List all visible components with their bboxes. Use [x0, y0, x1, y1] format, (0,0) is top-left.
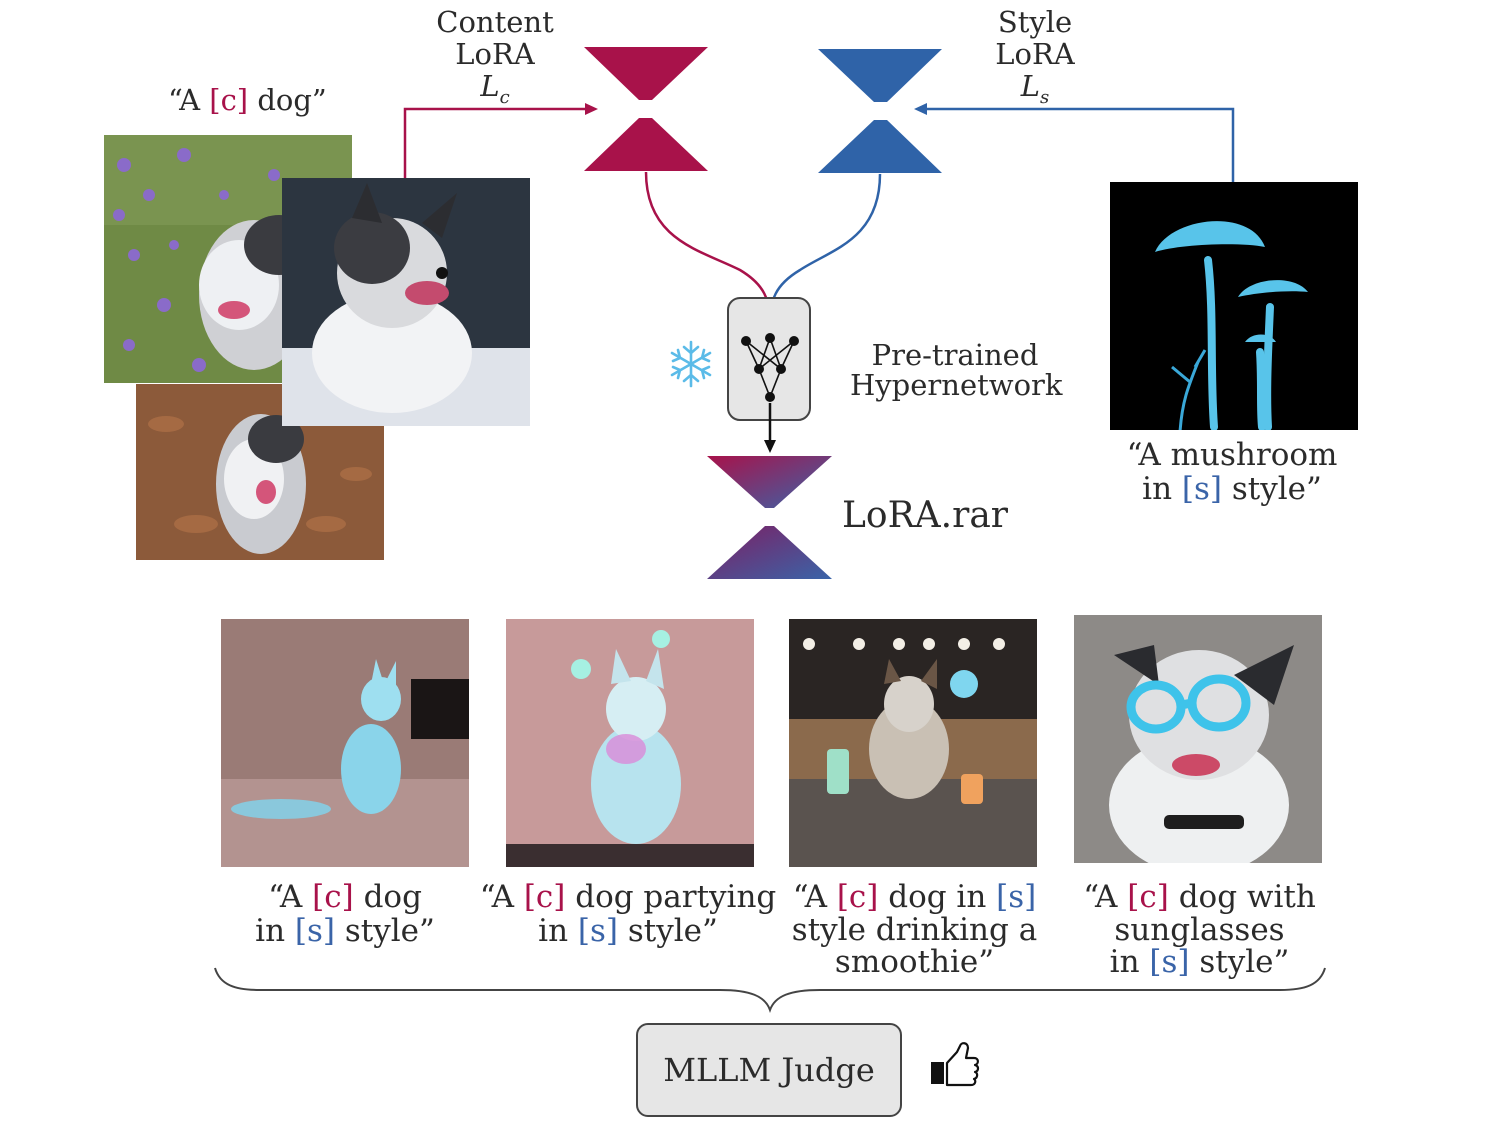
content-input-arrow	[403, 103, 598, 178]
style-prompt-line1: “A mushroom	[1126, 437, 1338, 473]
caption-text: style”	[335, 913, 435, 949]
hypernetwork-line2: Hypernetwork	[850, 368, 1063, 402]
output-caption-4-line1: “A [c] dog with	[1062, 880, 1337, 914]
style-token: [s]	[294, 913, 335, 949]
snowflake-icon	[670, 340, 712, 388]
output-caption-2-line2: in [s] style”	[478, 914, 778, 948]
style-token: [s]	[577, 913, 618, 949]
style-input-arrow	[914, 103, 1235, 182]
output-caption-2: “A [c] dog partying in [s] style”	[478, 880, 778, 948]
output-caption-1: “A [c] dog in [s] style”	[200, 880, 490, 948]
content-token: [c]	[312, 879, 354, 915]
style-lora-line1: Style	[997, 5, 1073, 39]
output-caption-1-line2: in [s] style”	[200, 914, 490, 948]
caption-text: “A	[479, 879, 524, 915]
content-token: [c]	[523, 879, 566, 915]
caption-text: dog	[353, 879, 422, 915]
output-caption-4: “A [c] dog with sunglasses in [s] style”	[1062, 880, 1337, 978]
output-photo-3	[789, 619, 1037, 867]
caption-text: dog partying	[565, 879, 777, 915]
caption-text: style”	[1189, 944, 1290, 980]
style-prompt-line2: in [s] style”	[1097, 472, 1367, 506]
output-caption-4-line3: in [s] style”	[1062, 946, 1337, 978]
output-photo-2	[506, 619, 754, 867]
output-caption-3: “A [c] dog in [s] style drinking a smoot…	[772, 880, 1057, 978]
content-token: [c]	[1127, 879, 1169, 915]
style-token: [s]	[1149, 944, 1190, 980]
style-photo-mushroom	[1110, 182, 1358, 430]
style-token: [s]	[996, 879, 1037, 915]
style-lora-line2: LoRA	[995, 37, 1075, 71]
style-prompt-post: style”	[1222, 471, 1322, 507]
style-prompt: “A mushroom in [s] style”	[1097, 438, 1367, 506]
caption-text: style”	[618, 913, 718, 949]
content-prompt: “A [c] dog”	[168, 86, 327, 115]
style-prompt-pre: in	[1142, 471, 1182, 507]
content-prompt-open: “A	[168, 83, 210, 117]
outputs-brace	[214, 967, 1326, 1013]
output-caption-3-line1: “A [c] dog in [s]	[772, 880, 1057, 914]
content-lora-symbol-letter: L	[480, 69, 500, 103]
caption-text: “A	[268, 879, 313, 915]
style-lora-symbol-letter: L	[1020, 69, 1040, 103]
caption-text: dog with	[1168, 879, 1316, 915]
caption-text: in	[538, 913, 578, 949]
thumbs-up-icon	[931, 1042, 980, 1087]
mllm-judge-label: MLLM Judge	[663, 1051, 875, 1089]
mllm-judge-box: MLLM Judge	[636, 1023, 902, 1117]
output-caption-1-line1: “A [c] dog	[200, 880, 490, 914]
caption-text: dog in	[878, 879, 997, 915]
style-lora-subscript: s	[1040, 86, 1050, 108]
lora-rar-label: LoRA.rar	[842, 495, 1009, 536]
output-caption-4-line2: sunglasses	[1114, 912, 1285, 948]
style-lora-bowtie	[818, 49, 942, 173]
hypernetwork-line1: Pre-trained	[871, 338, 1039, 372]
output-caption-3-line3: smoothie”	[834, 944, 995, 980]
content-photo-main	[282, 178, 530, 426]
output-photo-4	[1074, 615, 1322, 863]
content-lora-subscript: c	[499, 86, 510, 108]
style-lora-label: Style LoRA Ls	[960, 6, 1110, 114]
content-lora-bowtie	[584, 47, 708, 171]
content-lora-symbol: Lc	[420, 70, 570, 114]
hypernetwork-label: Pre-trained Hypernetwork	[850, 338, 1063, 402]
content-lora-label: Content LoRA Lc	[420, 6, 570, 114]
content-photo-leaves	[136, 384, 384, 560]
content-prompt-close: dog”	[248, 83, 327, 117]
hypernetwork-output-arrow	[764, 403, 776, 453]
caption-text: “A	[792, 879, 837, 915]
caption-text: in	[1109, 944, 1150, 980]
output-caption-2-line1: “A [c] dog partying	[478, 880, 778, 914]
style-token: [s]	[1181, 471, 1222, 507]
content-token: [c]	[836, 879, 879, 915]
hypernetwork-box	[727, 297, 811, 421]
output-photo-1	[221, 619, 469, 867]
output-caption-3-line2: style drinking a	[791, 912, 1038, 948]
content-lora-line2: LoRA	[455, 37, 535, 71]
caption-text: in	[255, 913, 295, 949]
lora-rar-bowtie	[707, 456, 832, 579]
content-lora-line1: Content	[436, 5, 554, 39]
content-token: [c]	[209, 83, 249, 117]
caption-text: “A	[1083, 879, 1128, 915]
style-lora-symbol: Ls	[960, 70, 1110, 114]
